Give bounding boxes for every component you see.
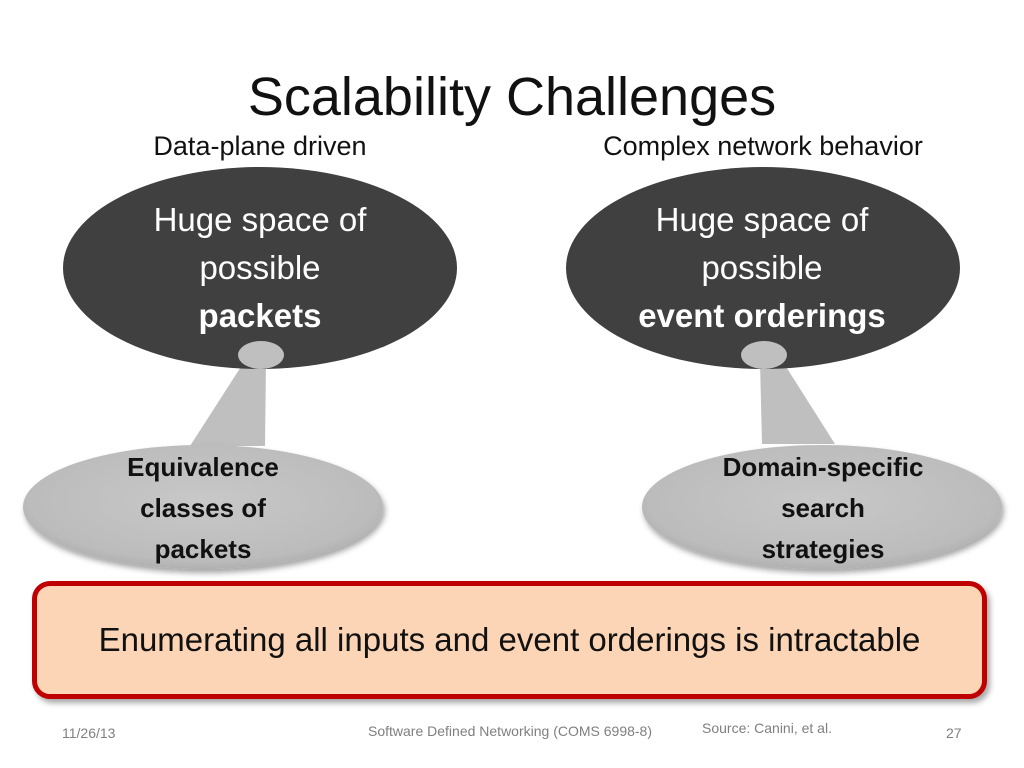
left-solution-line1: Equivalence [127, 452, 279, 482]
right-problem-line1: Huge space of [655, 201, 869, 238]
right-solution-line1: Domain-specific [722, 452, 924, 482]
right-connector [760, 362, 835, 444]
right-problem-line2: possible [701, 249, 823, 286]
slide-title: Scalability Challenges [247, 67, 777, 127]
left-connector [190, 362, 266, 446]
right-solution-line3: strategies [761, 534, 885, 564]
right-problem-bubble [566, 167, 960, 369]
footer-source: Source: Canini, et al. [702, 720, 832, 736]
right-column-label: Complex network behavior [603, 131, 923, 161]
left-column-label: Data-plane driven [153, 131, 367, 161]
left-solution-line2: classes of [140, 493, 266, 523]
left-solution-line3: packets [154, 534, 252, 564]
right-solution-bubble [642, 445, 1002, 569]
left-connector-knob [238, 341, 284, 369]
right-problem-emphasis: event orderings [638, 297, 886, 334]
callout-box: Enumerating all inputs and event orderin… [32, 581, 987, 699]
right-solution-line2: search [781, 493, 865, 523]
left-solution-text: Equivalence classes of packets [83, 447, 323, 570]
left-problem-emphasis: packets [198, 297, 322, 334]
left-problem-line1: Huge space of [153, 201, 367, 238]
footer-course: Software Defined Networking (COMS 6998-8… [368, 723, 653, 739]
right-connector-knob [741, 341, 787, 369]
footer-page-number: 27 [946, 725, 962, 741]
left-problem-line2: possible [199, 249, 321, 286]
left-solution-bubble [23, 445, 383, 569]
left-problem-text: Huge space of possible packets [110, 196, 410, 340]
right-solution-text: Domain-specific search strategies [693, 447, 953, 570]
left-problem-bubble [63, 167, 457, 369]
right-problem-text: Huge space of possible event orderings [612, 196, 912, 340]
footer-date: 11/26/13 [62, 725, 116, 741]
callout-text: Enumerating all inputs and event orderin… [98, 621, 921, 658]
